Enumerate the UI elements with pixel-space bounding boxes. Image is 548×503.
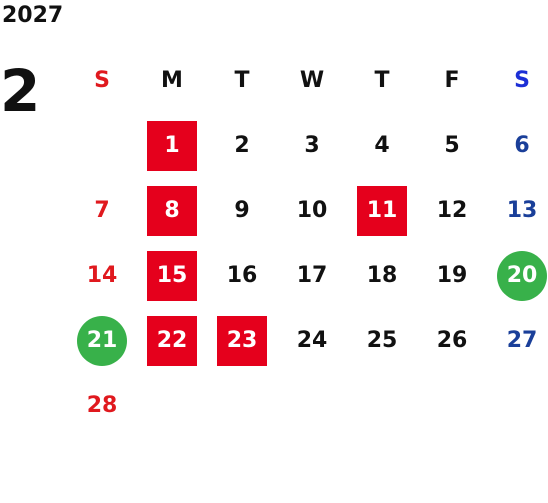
- day-number: 21: [77, 315, 127, 366]
- year-label: 2027: [2, 3, 64, 28]
- day-cell[interactable]: 22: [137, 308, 207, 373]
- day-cell[interactable]: 10: [277, 178, 347, 243]
- day-cell[interactable]: 7: [67, 178, 137, 243]
- day-number: [427, 446, 477, 496]
- day-number: 26: [436, 328, 468, 353]
- day-number: [287, 381, 337, 431]
- day-cell[interactable]: 11: [347, 178, 417, 243]
- empty-day-cell: [487, 438, 548, 503]
- day-number: 17: [296, 263, 328, 288]
- day-number: [77, 121, 127, 171]
- day-cell[interactable]: 18: [347, 243, 417, 308]
- day-number: 19: [436, 263, 468, 288]
- day-number: 7: [94, 198, 110, 223]
- day-cell[interactable]: 16: [207, 243, 277, 308]
- day-number: [287, 446, 337, 496]
- day-number: [497, 381, 547, 431]
- day-cell[interactable]: 17: [277, 243, 347, 308]
- day-number: 5: [444, 133, 460, 158]
- day-cell[interactable]: 24: [277, 308, 347, 373]
- day-number: 13: [506, 198, 538, 223]
- weekday-header-thursday: T: [374, 68, 390, 93]
- day-number: [147, 446, 197, 496]
- empty-day-cell: [207, 438, 277, 503]
- day-cell[interactable]: 3: [277, 113, 347, 178]
- day-cell[interactable]: 20: [487, 243, 548, 308]
- day-number: 10: [296, 198, 328, 223]
- day-cell[interactable]: 28: [67, 373, 137, 438]
- day-cell[interactable]: 12: [417, 178, 487, 243]
- day-number: 2: [234, 133, 250, 158]
- day-number: [217, 381, 267, 431]
- day-number: 20: [497, 250, 547, 301]
- day-number: 25: [366, 328, 398, 353]
- weekday-header-friday: F: [444, 68, 460, 93]
- empty-day-cell: [207, 373, 277, 438]
- day-number: [147, 381, 197, 431]
- day-number: [357, 381, 407, 431]
- weekday-header-sunday: S: [94, 68, 110, 93]
- day-cell[interactable]: 1: [137, 113, 207, 178]
- empty-day-cell: [347, 438, 417, 503]
- empty-day-cell: [417, 438, 487, 503]
- day-cell[interactable]: 4: [347, 113, 417, 178]
- day-number: 11: [357, 185, 407, 236]
- day-cell[interactable]: 6: [487, 113, 548, 178]
- weekday-header-monday: M: [161, 68, 183, 93]
- day-number: [77, 446, 127, 496]
- day-cell[interactable]: 27: [487, 308, 548, 373]
- empty-day-cell: [67, 438, 137, 503]
- day-number: 27: [506, 328, 538, 353]
- day-number: 9: [234, 198, 250, 223]
- weekday-header-tuesday: T: [234, 68, 250, 93]
- day-number: 23: [217, 315, 267, 366]
- empty-day-cell: [137, 438, 207, 503]
- day-number: 8: [147, 185, 197, 236]
- day-cell[interactable]: 15: [137, 243, 207, 308]
- day-cell[interactable]: 25: [347, 308, 417, 373]
- day-number: 4: [374, 133, 390, 158]
- day-number: 24: [296, 328, 328, 353]
- day-number: 18: [366, 263, 398, 288]
- day-cell[interactable]: 2: [207, 113, 277, 178]
- day-cell[interactable]: 21: [67, 308, 137, 373]
- weekday-header-wednesday: W: [299, 68, 325, 93]
- day-number: 12: [436, 198, 468, 223]
- month-number: 2: [0, 57, 41, 125]
- day-number: 14: [86, 263, 118, 288]
- day-number: 16: [226, 263, 258, 288]
- day-cell[interactable]: 26: [417, 308, 487, 373]
- empty-day-cell: [347, 373, 417, 438]
- day-number: [217, 446, 267, 496]
- day-cell[interactable]: 9: [207, 178, 277, 243]
- weekday-header-saturday: S: [514, 68, 530, 93]
- day-cell[interactable]: 13: [487, 178, 548, 243]
- day-number: [427, 381, 477, 431]
- empty-day-cell: [417, 373, 487, 438]
- empty-day-cell: [277, 373, 347, 438]
- day-cell[interactable]: 14: [67, 243, 137, 308]
- day-cell[interactable]: 23: [207, 308, 277, 373]
- day-number: 3: [304, 133, 320, 158]
- day-number: [357, 446, 407, 496]
- day-cell[interactable]: 5: [417, 113, 487, 178]
- day-number: 15: [147, 250, 197, 301]
- day-number: 22: [147, 315, 197, 366]
- day-number: 1: [147, 120, 197, 171]
- empty-day-cell: [487, 373, 548, 438]
- day-cell[interactable]: 8: [137, 178, 207, 243]
- empty-day-cell: [67, 113, 137, 178]
- day-number: 6: [514, 133, 530, 158]
- day-cell[interactable]: 19: [417, 243, 487, 308]
- day-number: [497, 446, 547, 496]
- day-number: 28: [86, 393, 118, 418]
- empty-day-cell: [277, 438, 347, 503]
- empty-day-cell: [137, 373, 207, 438]
